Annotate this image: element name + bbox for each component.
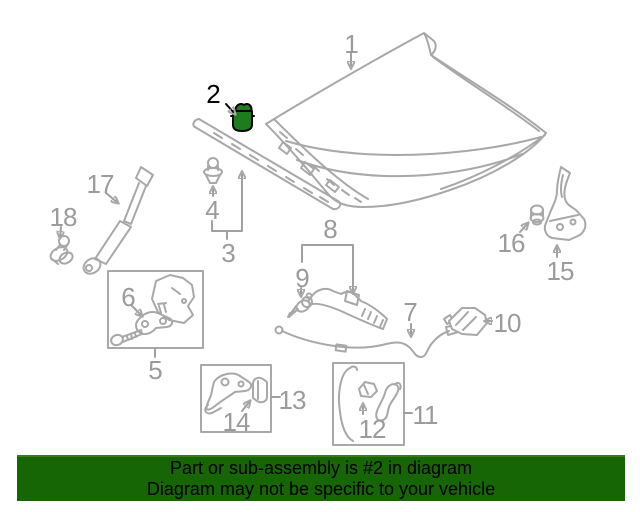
leader-lines bbox=[60, 51, 557, 415]
stud-18-drawing bbox=[49, 235, 74, 265]
part-label-4[interactable]: 4 bbox=[205, 195, 220, 225]
highlighted-part-2[interactable] bbox=[225, 102, 255, 132]
release-handle-drawing bbox=[443, 307, 488, 336]
part-label-16[interactable]: 16 bbox=[497, 228, 526, 258]
hood-drawing bbox=[265, 32, 547, 208]
part-label-8[interactable]: 8 bbox=[323, 214, 338, 244]
lever-box-drawing bbox=[200, 364, 272, 433]
part-label-9[interactable]: 9 bbox=[295, 263, 310, 293]
part-label-10[interactable]: 10 bbox=[493, 308, 522, 338]
part-label-2-highlighted[interactable]: 2 bbox=[206, 79, 221, 109]
part-label-14[interactable]: 14 bbox=[222, 407, 251, 437]
latch-support-drawing bbox=[287, 287, 388, 330]
release-cable-drawing bbox=[274, 317, 459, 358]
lock-box-drawing bbox=[332, 362, 405, 446]
part-label-6[interactable]: 6 bbox=[121, 282, 136, 312]
part-label-13[interactable]: 13 bbox=[278, 385, 307, 415]
highlight-banner: Part or sub-assembly is #2 in diagram Di… bbox=[17, 455, 625, 501]
part-label-12[interactable]: 12 bbox=[358, 414, 387, 444]
part-label-3[interactable]: 3 bbox=[221, 238, 236, 268]
part-label-5[interactable]: 5 bbox=[148, 355, 163, 385]
banner-line-1: Part or sub-assembly is #2 in diagram bbox=[169, 458, 473, 478]
hinge-box-drawing bbox=[107, 270, 204, 349]
banner-line-2: Diagram may not be specific to your vehi… bbox=[146, 479, 496, 499]
part-label-7[interactable]: 7 bbox=[403, 297, 418, 327]
part-label-18[interactable]: 18 bbox=[49, 202, 78, 232]
support-rod-drawing bbox=[82, 166, 154, 275]
part-label-15[interactable]: 15 bbox=[546, 256, 575, 286]
clip-4-drawing bbox=[203, 157, 223, 184]
part-label-11[interactable]: 11 bbox=[412, 400, 439, 430]
hinge-15-drawing bbox=[529, 166, 587, 241]
weatherstrip-drawing bbox=[192, 118, 342, 211]
part-label-17[interactable]: 17 bbox=[86, 169, 115, 199]
part-label-1[interactable]: 1 bbox=[344, 29, 359, 59]
